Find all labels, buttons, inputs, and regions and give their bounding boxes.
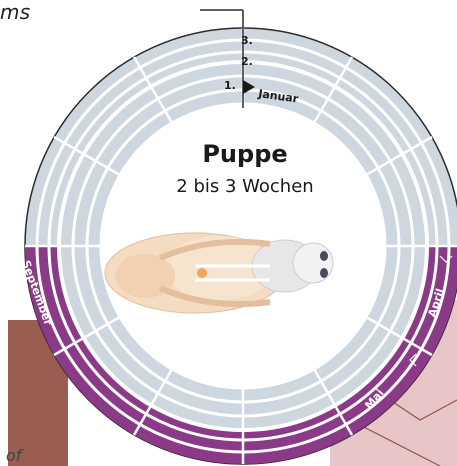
ring-label-1: 1. (224, 79, 236, 92)
cropped-text-bottom: of (6, 446, 21, 465)
ring-label-2: 2. (241, 55, 253, 68)
stage-duration: 2 bis 3 Wochen (140, 176, 350, 197)
stage-title: Puppe (140, 140, 350, 168)
ring-label-3: 3. (241, 34, 253, 47)
